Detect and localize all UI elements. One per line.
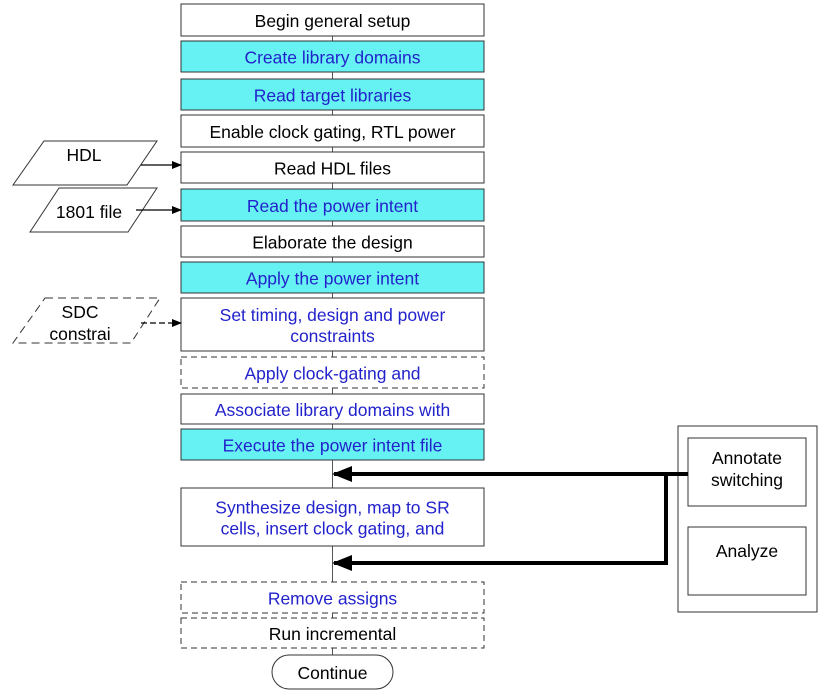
step-apply-power-intent: Apply the power intent bbox=[180, 261, 485, 294]
step-label: Read the power intent bbox=[247, 196, 418, 216]
step-box bbox=[180, 40, 485, 73]
step-label: Run incremental bbox=[269, 624, 396, 644]
step-remove-assigns: Remove assigns bbox=[180, 581, 485, 614]
panel-item-box bbox=[687, 437, 807, 507]
step-create-library-domains: Create library domains bbox=[180, 40, 485, 73]
step-label: Apply the power intent bbox=[246, 269, 419, 289]
input-shape bbox=[12, 297, 161, 344]
panel-item-label: Analyze bbox=[716, 541, 778, 561]
step-enable-clock-gating: Enable clock gating, RTL power bbox=[180, 114, 485, 148]
step-box bbox=[180, 78, 485, 111]
step-label: Create library domains bbox=[244, 48, 420, 68]
step-label: Elaborate the design bbox=[252, 233, 413, 253]
step-box bbox=[180, 617, 485, 649]
input-shape bbox=[12, 140, 158, 186]
step-apply-clock-gating: Apply clock-gating and bbox=[180, 356, 485, 389]
step-box bbox=[180, 356, 485, 389]
step-label: Begin general setup bbox=[255, 11, 411, 31]
step-execute-power-intent-file: Execute the power intent file bbox=[180, 428, 485, 461]
feedback-arrows bbox=[332, 466, 688, 571]
input-1801-file: 1801 file bbox=[29, 187, 182, 233]
step-box bbox=[180, 188, 485, 222]
continue-shape bbox=[271, 654, 394, 690]
continue-label: Continue bbox=[297, 663, 367, 683]
step-read-target-libraries: Read target libraries bbox=[180, 78, 485, 111]
step-box bbox=[180, 581, 485, 614]
panel-item-label: Annotate bbox=[712, 448, 782, 468]
input-label: constrai bbox=[49, 324, 110, 344]
step-label: Set timing, design and power bbox=[220, 305, 446, 325]
step-label: cells, insert clock gating, and bbox=[221, 519, 445, 539]
step-read-power-intent: Read the power intent bbox=[180, 188, 485, 222]
input-label: HDL bbox=[66, 145, 101, 165]
panel-item-label: switching bbox=[711, 470, 783, 490]
step-box bbox=[180, 3, 485, 37]
step-run-incremental: Run incremental bbox=[180, 617, 485, 649]
input-hdl: HDL bbox=[12, 140, 182, 186]
panel-item-analyze: Analyze bbox=[687, 526, 807, 596]
step-associate-library-domains: Associate library domains with bbox=[180, 393, 485, 425]
step-label: Read HDL files bbox=[274, 159, 391, 179]
step-label: Associate library domains with bbox=[215, 400, 450, 420]
step-label: Apply clock-gating and bbox=[244, 364, 420, 384]
step-label: constraints bbox=[290, 326, 375, 346]
step-box bbox=[180, 393, 485, 425]
step-box bbox=[180, 428, 485, 461]
step-box bbox=[180, 487, 485, 547]
step-label: Execute the power intent file bbox=[223, 436, 443, 456]
step-box bbox=[180, 225, 485, 258]
step-begin-general-setup: Begin general setup bbox=[180, 3, 485, 37]
continue-terminal: Continue bbox=[271, 654, 394, 690]
step-label: Enable clock gating, RTL power bbox=[209, 122, 455, 142]
panel-item-box bbox=[687, 526, 807, 596]
feedback-arrow-bottom bbox=[332, 474, 668, 571]
input-label: 1801 file bbox=[56, 202, 122, 222]
step-label: Read target libraries bbox=[254, 86, 412, 106]
step-read-hdl-files: Read HDL files bbox=[180, 151, 485, 184]
step-label: Synthesize design, map to SR bbox=[215, 498, 449, 518]
step-box bbox=[180, 261, 485, 294]
input-shape bbox=[29, 187, 158, 233]
step-label: Remove assigns bbox=[268, 589, 398, 609]
input-label: SDC bbox=[62, 302, 99, 322]
step-box bbox=[180, 114, 485, 148]
step-elaborate-design: Elaborate the design bbox=[180, 225, 485, 258]
